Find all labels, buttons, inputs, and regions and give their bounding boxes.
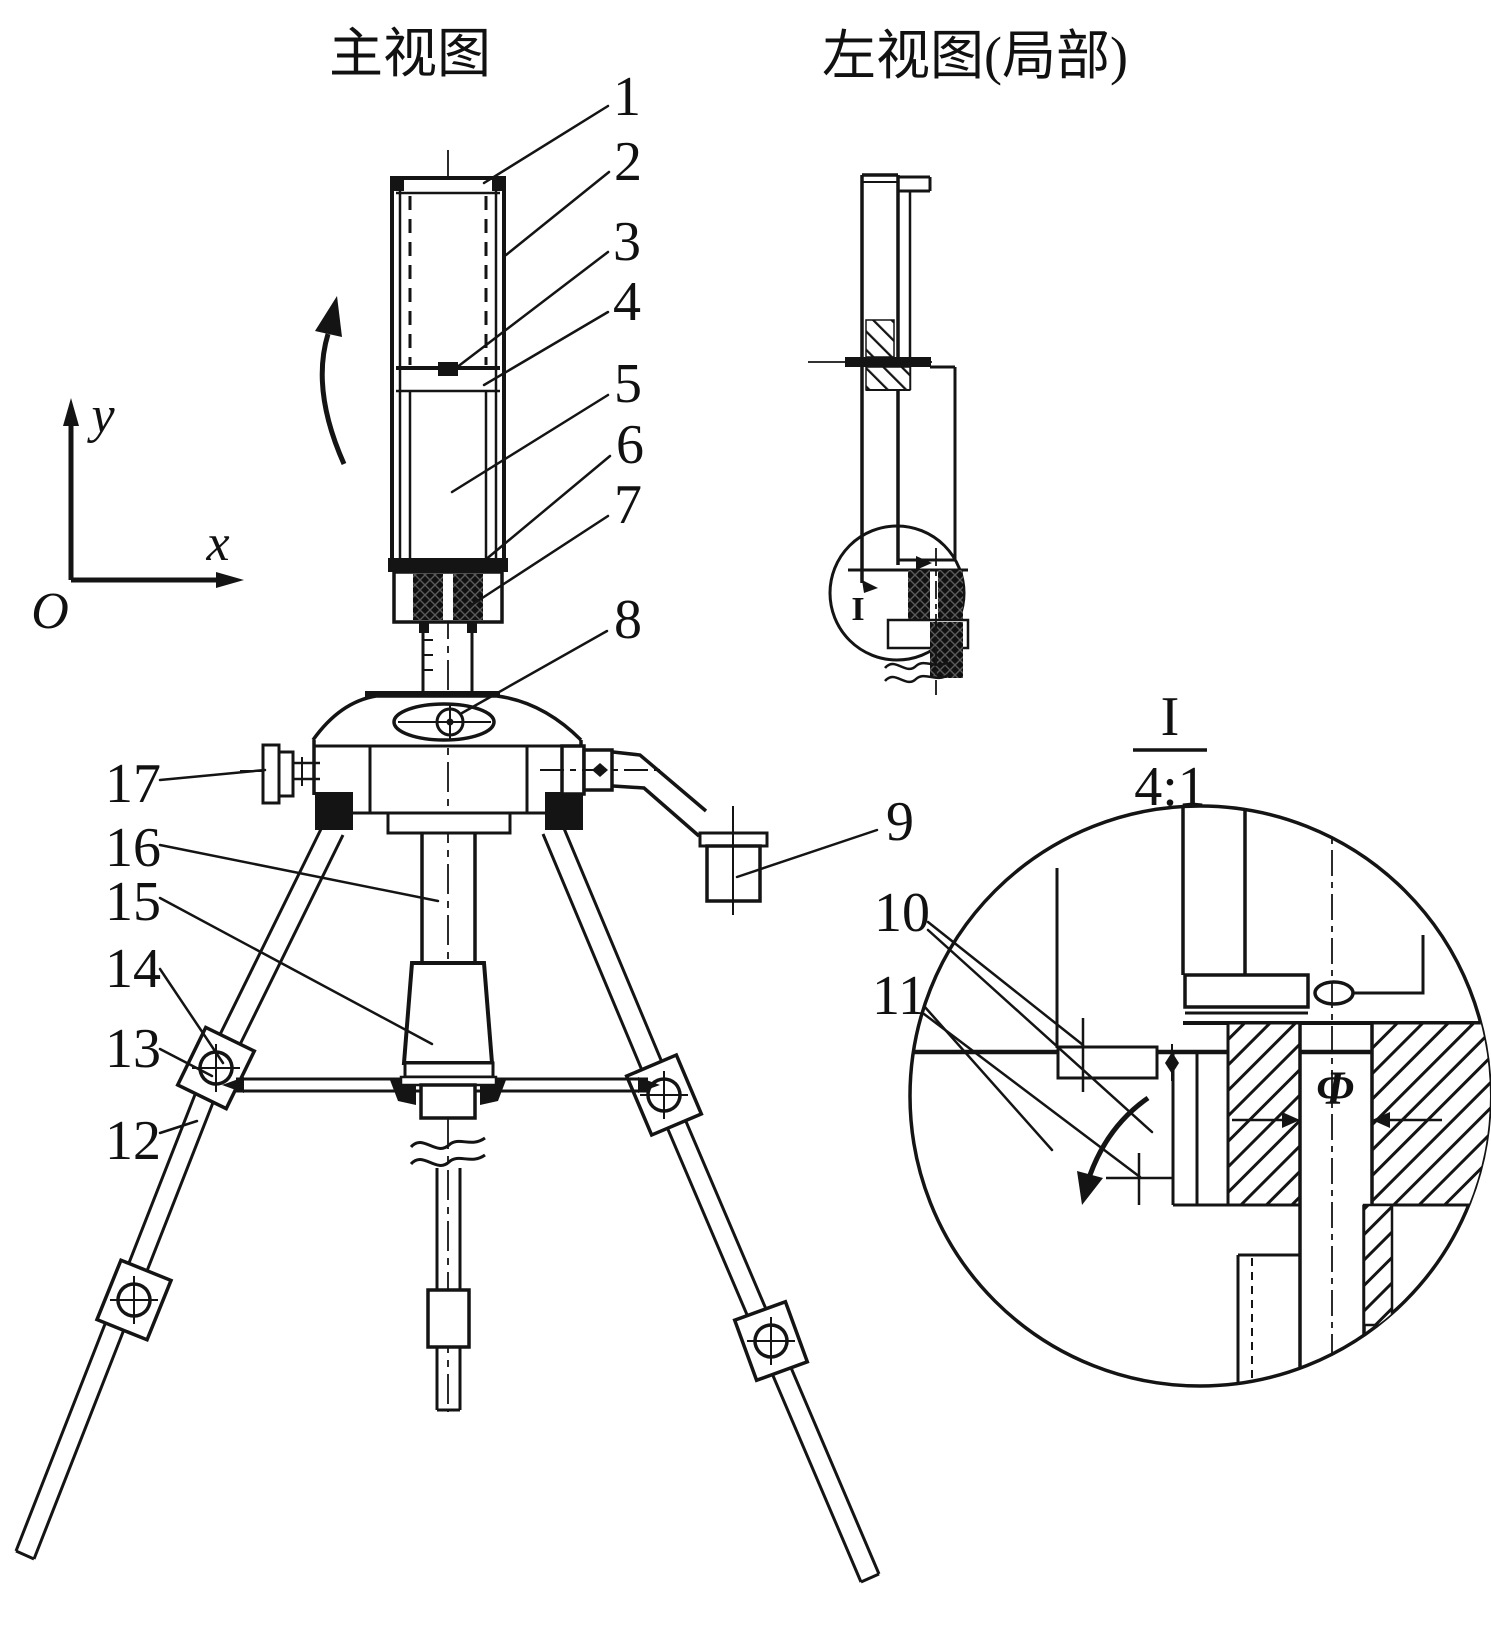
part-label-3: 3 — [613, 211, 641, 273]
tripod-head — [311, 694, 583, 835]
main-view — [14, 150, 881, 1584]
part-label-8: 8 — [614, 589, 642, 651]
left-view-lower-assembly — [848, 548, 970, 695]
detail-region-circle — [828, 524, 966, 662]
rotation-arrow-icon — [315, 296, 347, 466]
part-label-10: 10 — [874, 882, 930, 944]
part-label-15: 15 — [105, 871, 161, 933]
leg-hinge-right — [545, 792, 583, 830]
part-label-9: 9 — [886, 791, 914, 853]
phi-dimension: Φ — [1232, 1062, 1442, 1128]
part-label-16: 16 — [105, 817, 161, 879]
center-column — [390, 833, 506, 1412]
column-cone — [401, 961, 495, 1065]
detail-section — [910, 806, 1490, 1386]
tripod-leg-right — [541, 825, 881, 1584]
bubble-level — [392, 702, 496, 742]
y-axis-arrow-icon — [63, 398, 79, 426]
coordinate-axes: y x O — [31, 387, 244, 640]
section-marker-label: I — [851, 591, 864, 628]
x-axis-label: x — [205, 515, 229, 572]
part-label-14: 14 — [105, 938, 161, 1000]
main-view-title: 主视图 — [329, 24, 491, 84]
diameter-symbol-label: Φ — [1316, 1062, 1354, 1115]
part-label-6: 6 — [616, 414, 644, 476]
part-labels: 1 2 3 4 5 6 7 8 9 10 11 12 13 14 15 16 1… — [105, 66, 1154, 1179]
part-label-4: 4 — [613, 271, 641, 333]
x-axis-arrow-icon — [216, 572, 244, 588]
tripod-leg-left — [14, 824, 345, 1561]
origin-label: O — [31, 583, 69, 640]
left-view-title: 左视图(局部) — [822, 26, 1128, 86]
detail-callout-id: I — [1161, 686, 1180, 748]
tube-mount-block — [388, 558, 508, 633]
part-label-11: 11 — [872, 965, 926, 1027]
y-axis-label: y — [86, 387, 115, 444]
left-view: I — [808, 173, 970, 695]
part-label-13: 13 — [105, 1018, 161, 1080]
part-label-2: 2 — [614, 131, 642, 193]
detail-view: I 4:1 — [908, 686, 1491, 1388]
part-label-17: 17 — [105, 753, 161, 815]
part-label-5: 5 — [614, 353, 642, 415]
telescope-tube — [390, 176, 506, 565]
part-label-7: 7 — [614, 474, 642, 536]
leg-hinge-left — [315, 792, 353, 830]
part-label-1: 1 — [613, 66, 641, 128]
break-symbol — [409, 1136, 486, 1150]
part-label-12: 12 — [105, 1110, 161, 1172]
